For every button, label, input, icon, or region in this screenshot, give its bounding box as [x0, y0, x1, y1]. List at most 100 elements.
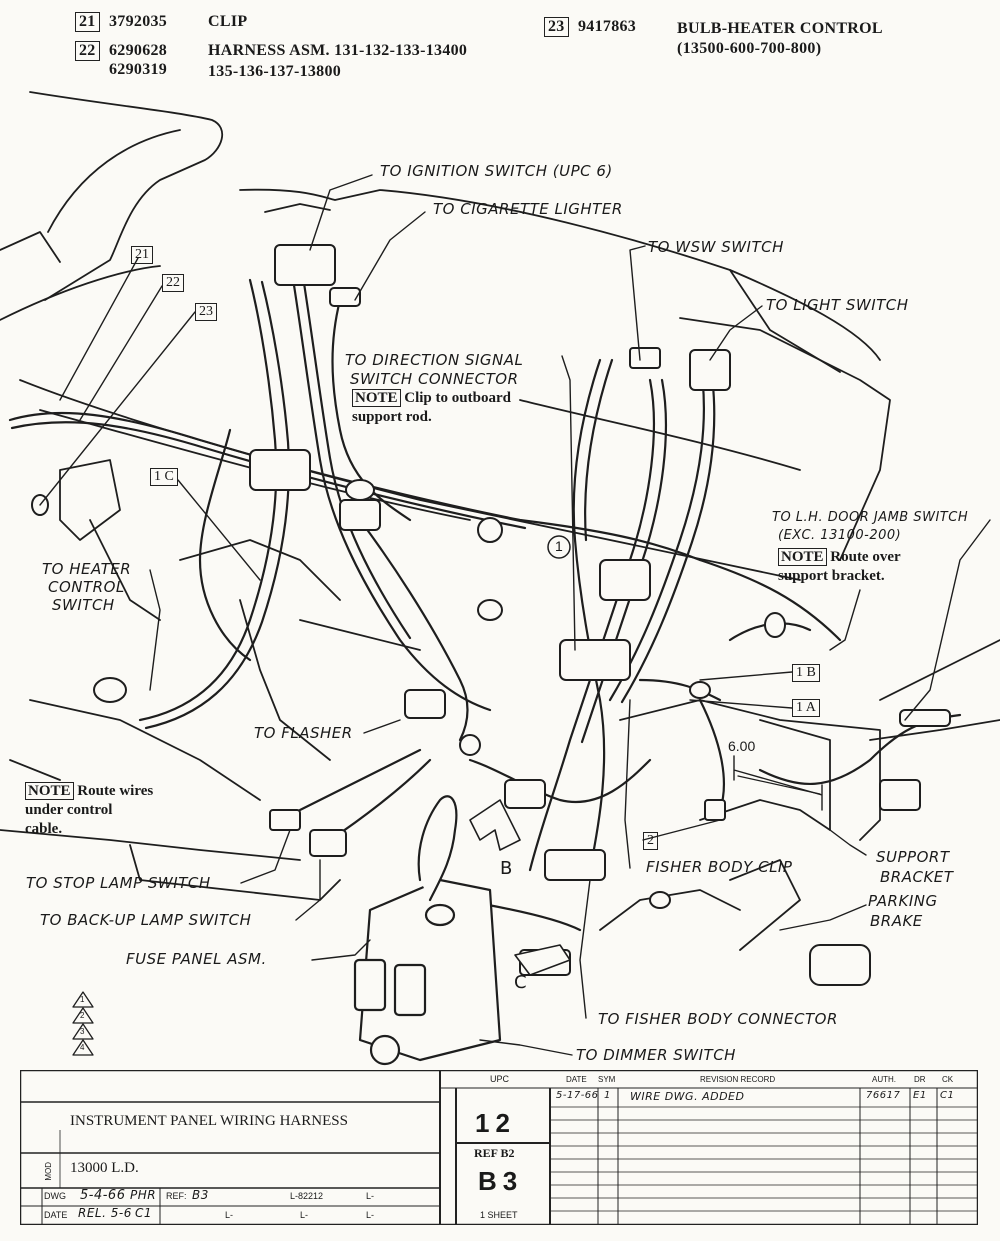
title-block-l4: L-	[366, 1210, 375, 1220]
note-text-c: cable.	[25, 821, 63, 837]
note-text-b: support rod.	[352, 409, 432, 425]
label-direction-signal-b: SWITCH CONNECTOR	[350, 370, 519, 388]
title-block: INSTRUMENT PANEL WIRING HARNESS MOD 1300…	[20, 1070, 978, 1225]
ref-box-21-drawing: 21	[131, 246, 153, 264]
note-text-a: Route wires	[77, 783, 154, 799]
dimension-label: 6.00	[728, 738, 756, 754]
title-block-rel-by: C1	[135, 1206, 153, 1220]
view-label-b: B	[500, 858, 513, 879]
rev-mark-2: 2	[80, 1011, 85, 1020]
note-label: NOTE	[778, 548, 827, 566]
label-direction-signal-a: TO DIRECTION SIGNAL	[345, 351, 524, 369]
ref-box-23: 23	[544, 17, 569, 37]
title-block-l1: L-	[366, 1191, 375, 1201]
label-support-b: BRACKET	[880, 868, 954, 886]
label-fuse-panel: FUSE PANEL ASM.	[126, 950, 267, 968]
revision-row-record: WIRE DWG. ADDED	[630, 1090, 745, 1103]
title-block-revision-header: REVISION RECORD	[700, 1075, 776, 1084]
revision-row-date: 5-17-66	[556, 1090, 599, 1101]
label-stop-lamp: TO STOP LAMP SWITCH	[26, 874, 211, 892]
note-text-b: under control	[25, 802, 113, 818]
part-desc-23a: BULB-HEATER CONTROL	[677, 20, 883, 37]
title-block-l2: L-	[225, 1210, 234, 1220]
title-block-ref2-label: REF:	[166, 1191, 187, 1201]
title-block-sym-header: SYM	[598, 1075, 616, 1084]
rev-mark-3: 3	[80, 1027, 85, 1036]
title-block-ref: B3	[478, 1166, 524, 1196]
ref-box-1c: 1 C	[150, 468, 178, 486]
rev-mark-1: 1	[80, 995, 85, 1004]
dash-panel-outline	[0, 91, 1000, 951]
part-number-22b: 6290319	[109, 61, 168, 78]
label-dimmer-switch: TO DIMMER SWITCH	[576, 1046, 736, 1064]
revision-row-dr: E1	[913, 1090, 927, 1101]
title-block-model: 13000 L.D.	[70, 1160, 139, 1176]
label-parking-b: BRAKE	[870, 912, 923, 930]
title-block-model-label: MOD	[44, 1162, 53, 1181]
part-desc-23b: (13500-600-700-800)	[677, 40, 822, 57]
note-text-a: Clip to outboard	[404, 390, 511, 406]
title-block-ck-header: CK	[942, 1075, 954, 1084]
rev-mark-4: 4	[80, 1043, 85, 1052]
part-desc-22a: HARNESS ASM. 131-132-133-13400	[208, 42, 468, 59]
label-fisher-body-clip: FISHER BODY CLIP	[646, 858, 793, 876]
revision-row-ck: C1	[940, 1090, 955, 1101]
ref-box-22-drawing: 22	[162, 274, 184, 292]
title-block-upc-header: UPC	[490, 1074, 510, 1084]
ref-box-1a: 1 A	[792, 699, 820, 717]
label-heater-a: TO HEATER	[42, 560, 132, 578]
label-parking-a: PARKING	[868, 892, 938, 910]
note-label: NOTE	[352, 389, 401, 407]
ref-box-1b: 1 B	[792, 664, 820, 682]
label-heater-c: SWITCH	[52, 596, 115, 614]
note-route-wires: NOTE Route wires under control cable.	[25, 782, 153, 839]
circle-callout-1	[547, 535, 571, 559]
title-block-ref2: B3	[192, 1188, 209, 1202]
part-number-21: 3792035	[109, 13, 168, 30]
wire-harness-bundles	[8, 256, 962, 932]
label-wsw-switch: TO WSW SWITCH	[648, 238, 784, 256]
title-block-date-header: DATE	[566, 1075, 587, 1084]
title-block-rel: REL. 5-6	[78, 1206, 132, 1220]
label-door-jamb-a: TO L.H. DOOR JAMB SWITCH	[772, 510, 969, 525]
dimension-arrow	[737, 775, 821, 795]
title-block-title: INSTRUMENT PANEL WIRING HARNESS	[70, 1113, 348, 1129]
view-label-c: C	[514, 972, 528, 993]
title-block-sheet: 1 SHEET	[480, 1210, 518, 1220]
part-number-22a: 6290628	[109, 42, 168, 59]
note-label: NOTE	[25, 782, 74, 800]
label-flasher: TO FLASHER	[254, 724, 353, 742]
label-heater-b: CONTROL	[48, 578, 125, 596]
note-direction-signal: NOTE Clip to outboard support rod.	[352, 389, 511, 427]
circle-callout-1-label: 1	[555, 538, 563, 554]
ref-box-2: 2	[643, 832, 658, 850]
revision-triangles	[72, 991, 94, 1056]
revision-row-sym: 1	[604, 1090, 611, 1101]
title-block-auth-header: AUTH.	[872, 1075, 896, 1084]
title-block-dr-header: DR	[914, 1075, 926, 1084]
part-number-23: 9417863	[578, 18, 637, 35]
leader-lines	[39, 174, 991, 1056]
revision-row-auth: 76617	[866, 1090, 901, 1101]
note-door-jamb: NOTE Route over support bracket.	[778, 548, 901, 586]
note-text-b: support bracket.	[778, 568, 885, 584]
connectors	[31, 244, 951, 986]
label-backup-lamp: TO BACK-UP LAMP SWITCH	[40, 911, 252, 929]
title-block-ref-label: REF B2	[474, 1146, 515, 1160]
title-block-date-label: DATE	[44, 1210, 68, 1220]
title-block-dwg-date: 5-4-66	[80, 1188, 126, 1203]
label-ignition-switch: TO IGNITION SWITCH (UPC 6)	[380, 162, 613, 180]
fuse-panel-drawing	[353, 795, 502, 1066]
title-block-dwg-by: PHR	[130, 1188, 157, 1202]
label-light-switch: TO LIGHT SWITCH	[766, 296, 909, 314]
part-desc-21: CLIP	[208, 13, 248, 30]
label-support-a: SUPPORT	[876, 848, 950, 866]
label-fisher-body-connector: TO FISHER BODY CONNECTOR	[598, 1010, 838, 1028]
label-cigarette-lighter: TO CIGARETTE LIGHTER	[433, 200, 623, 218]
part-desc-22b: 135-136-137-13800	[208, 63, 342, 80]
ref-box-23-drawing: 23	[195, 303, 217, 321]
title-block-l3: L-	[300, 1210, 309, 1220]
ref-box-21: 21	[75, 12, 100, 32]
label-door-jamb-b: (EXC. 13100-200)	[778, 528, 902, 543]
note-text-a: Route over	[830, 549, 901, 565]
